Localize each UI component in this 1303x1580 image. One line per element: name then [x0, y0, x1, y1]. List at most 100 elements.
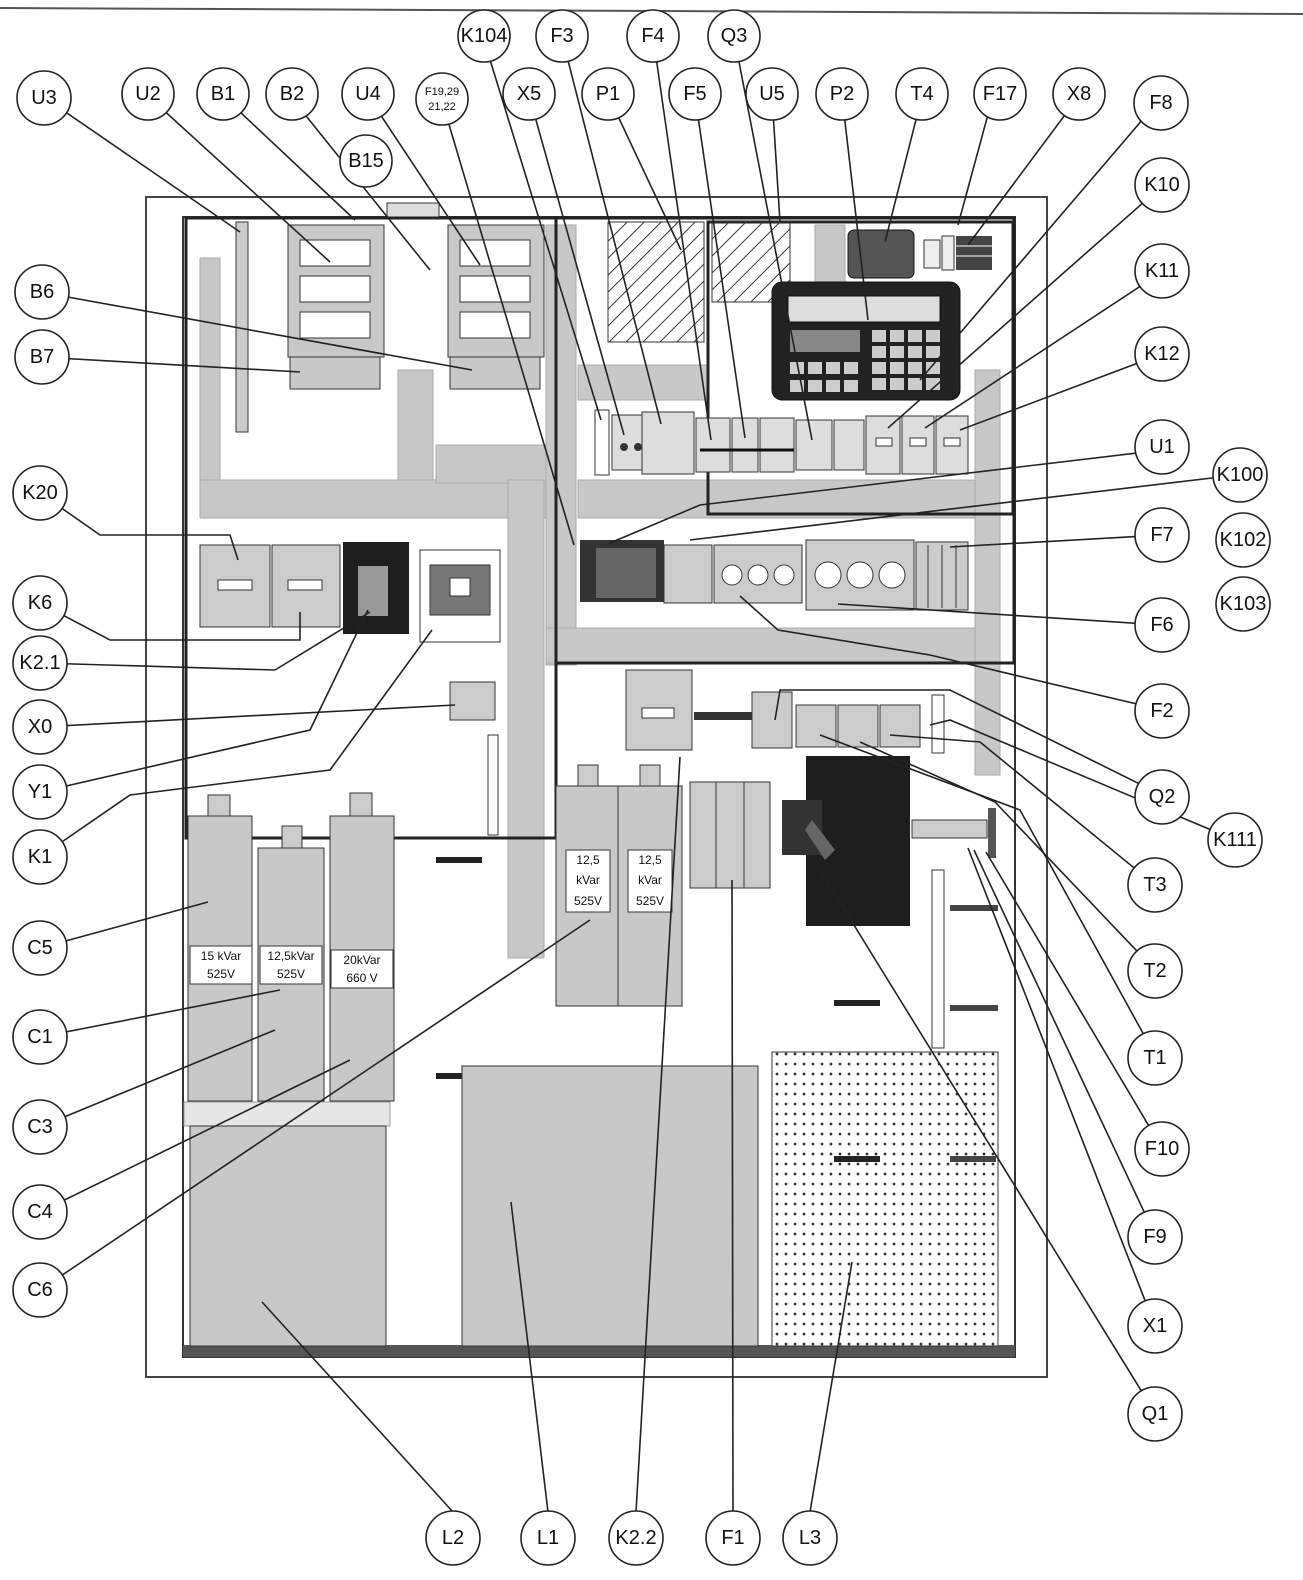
callout-K21: K2.1	[12, 635, 68, 691]
callout-label: F5	[683, 83, 706, 105]
reactor-l3	[771, 1051, 999, 1347]
p2-controller	[771, 281, 961, 401]
cable-ducts	[199, 224, 1001, 959]
callout-label: X1	[1143, 1315, 1167, 1337]
callout-label: F2	[1150, 700, 1173, 722]
callout-K12: K12	[1134, 326, 1190, 382]
callout-label: B2	[280, 83, 304, 105]
callout-label: L2	[442, 1527, 464, 1549]
callout-label: U4	[355, 83, 381, 105]
callout-label: U1	[1149, 436, 1175, 458]
callout-C3: C3	[12, 1099, 68, 1155]
callout-X8: X8	[1052, 67, 1106, 121]
callout-label: K12	[1144, 343, 1180, 365]
callout-K1: K1	[12, 829, 68, 885]
callout-label: Q3	[721, 25, 748, 47]
cap-c1-voltage: 525V	[636, 894, 664, 908]
callout-label: K111	[1213, 829, 1257, 851]
callout-label: B1	[211, 83, 235, 105]
callout-K103: K103	[1215, 576, 1271, 632]
callout-F8: F8	[1133, 75, 1189, 131]
callout-C1: C1	[12, 1009, 68, 1065]
callout-F3: F3	[535, 9, 589, 63]
callout-label: F3	[550, 25, 573, 47]
callout-F2: F2	[1134, 683, 1190, 739]
callout-L3: L3	[782, 1510, 838, 1566]
cap-c3-rating: 12,5kVar	[267, 949, 314, 963]
cap-c5-voltage: 525V	[207, 967, 235, 981]
callout-label: K102	[1220, 529, 1267, 551]
callout-label: B15	[348, 150, 384, 172]
cap-c5-rating: 15 kVar	[201, 949, 241, 963]
callout-C6: C6	[12, 1262, 68, 1318]
callout-Q1: Q1	[1127, 1386, 1183, 1442]
b15-switch	[386, 202, 440, 218]
callout-label: K20	[22, 482, 58, 504]
callout-label: P1	[596, 83, 620, 105]
callout-label: C5	[27, 937, 53, 959]
base-rail	[183, 1345, 1015, 1357]
callout-Q2: Q2	[1134, 769, 1190, 825]
callout-B6: B6	[14, 264, 70, 320]
callout-label: F17	[983, 83, 1017, 105]
t4-transformer	[847, 229, 915, 279]
terminal-strip-right	[931, 869, 945, 1049]
callout-U1: U1	[1134, 419, 1190, 475]
callout-L1: L1	[520, 1510, 576, 1566]
callout-P1: P1	[581, 67, 635, 121]
callout-label: F7	[1150, 524, 1173, 546]
reactor-l2	[189, 1125, 387, 1347]
callout-label: B6	[30, 281, 54, 303]
callout-K102: K102	[1215, 512, 1271, 568]
cap-c1-unit: kVar	[638, 873, 662, 887]
callout-label: K103	[1220, 593, 1267, 615]
cap-c4-voltage: 525V	[574, 894, 602, 908]
callout-K11: K11	[1134, 243, 1190, 299]
callout-label: C3	[27, 1116, 53, 1138]
callout-Y1: Y1	[12, 764, 68, 820]
callout-label: F9	[1143, 1226, 1166, 1248]
callout-F6: F6	[1134, 597, 1190, 653]
b1-b2-modules	[287, 224, 385, 390]
callout-B1: B1	[196, 67, 250, 121]
cap-c3-voltage: 525V	[277, 967, 305, 981]
callout-U3: U3	[16, 70, 72, 126]
callout-label: C1	[27, 1026, 53, 1048]
cap-c1-rating: 12,5	[638, 853, 662, 867]
callout-label: L3	[799, 1527, 821, 1549]
callout-label: X8	[1067, 83, 1091, 105]
cap-c4-unit: kVar	[576, 873, 600, 887]
callout-label: U5	[759, 83, 785, 105]
callout-label: K11	[1145, 260, 1179, 282]
callout-X0: X0	[12, 699, 68, 755]
callout-K20: K20	[12, 465, 68, 521]
callout-B7: B7	[14, 329, 70, 385]
callout-F10: F10	[1134, 1121, 1190, 1177]
callout-X1: X1	[1127, 1298, 1183, 1354]
callout-U2: U2	[121, 67, 175, 121]
callout-label: B7	[30, 346, 54, 368]
callout-label: F10	[1145, 1138, 1179, 1160]
callout-F4: F4	[626, 9, 680, 63]
callout-label: F8	[1149, 92, 1172, 114]
u4-module	[447, 224, 545, 390]
callout-label: K2.2	[615, 1527, 656, 1549]
callout-T1: T1	[1127, 1030, 1183, 1086]
callout-label: F1	[721, 1527, 744, 1549]
callout-label: K10	[1144, 174, 1180, 196]
callout-F17: F17	[973, 67, 1027, 121]
callout-L2: L2	[425, 1510, 481, 1566]
callout-Q3: Q3	[707, 9, 761, 63]
callout-K6: K6	[12, 575, 68, 631]
callout-U5: U5	[745, 67, 799, 121]
callout-label: Q1	[1142, 1403, 1169, 1425]
callout-label: K1	[28, 846, 52, 868]
callout-label: Y1	[28, 781, 52, 803]
f9-f10-rail	[911, 819, 988, 839]
callout-label: K2.1	[19, 652, 60, 674]
cap-c6-rating: 20kVar	[343, 953, 380, 967]
callout-label: U3	[31, 87, 57, 109]
